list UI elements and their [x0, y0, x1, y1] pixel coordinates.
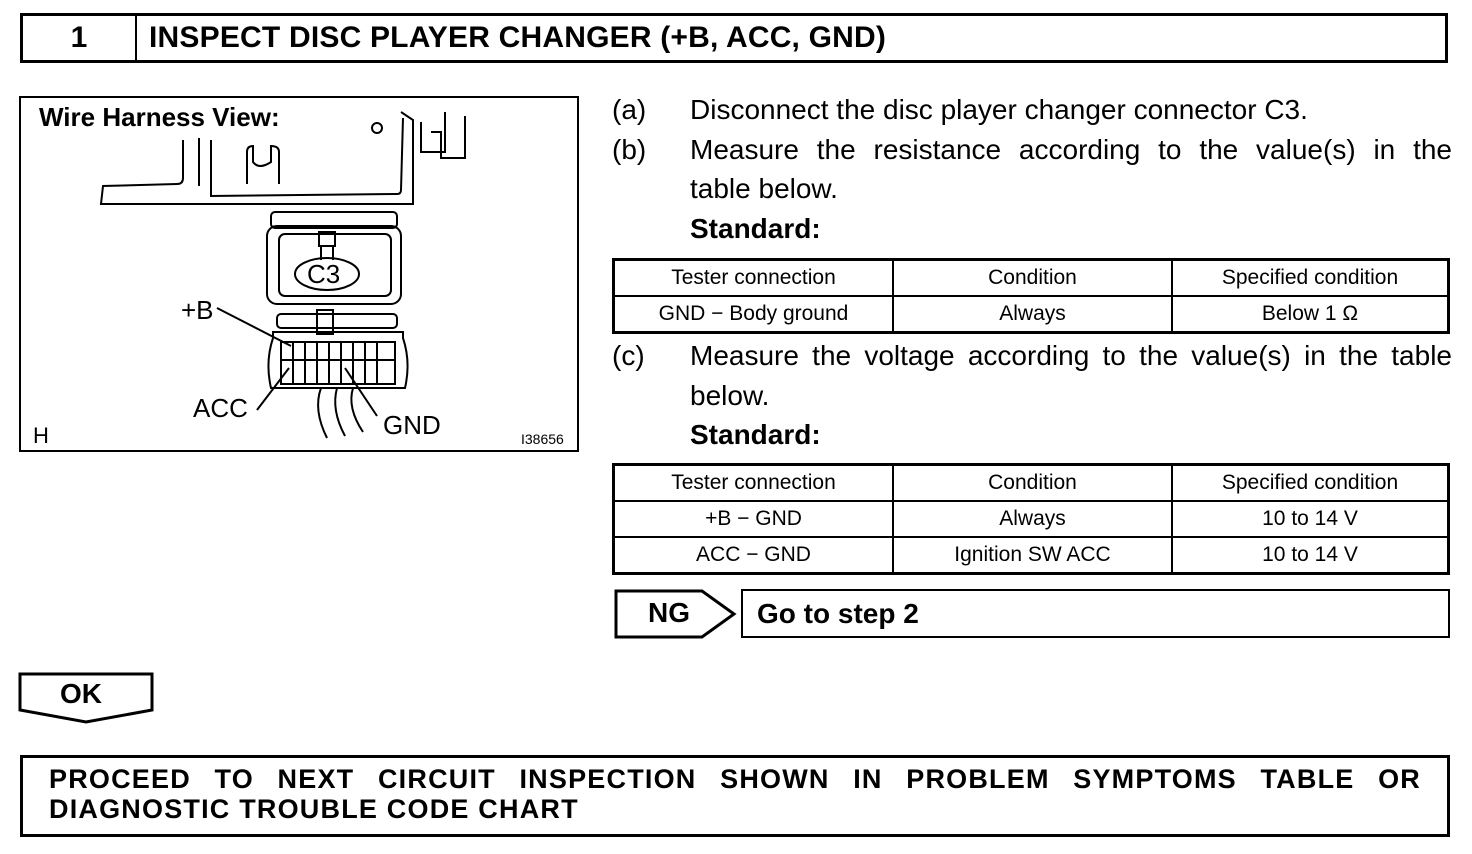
step-header: 1 INSPECT DISC PLAYER CHANGER (+B, ACC, …	[20, 13, 1448, 63]
table-row: GND − Body ground Always Below 1 Ω	[612, 295, 1450, 334]
table-cell: Always	[892, 500, 1173, 538]
table-header-cell: Tester connection	[612, 463, 894, 502]
figure-corner-letter: H	[33, 423, 49, 448]
illustration-id: I38656	[521, 431, 564, 447]
instruction-c: (c) Measure the voltage according to the…	[612, 340, 1452, 372]
table-row: ACC − GND Ignition SW ACC 10 to 14 V	[612, 536, 1450, 575]
ok-label: OK	[60, 678, 102, 709]
ng-label: NG	[648, 597, 690, 628]
proceed-box: PROCEED TO NEXT CIRCUIT INSPECTION SHOWN…	[20, 755, 1450, 837]
standard-label-b: Standard:	[690, 213, 821, 244]
instruction-c-cont: below.	[612, 380, 1452, 412]
terminal-label-gnd: GND	[383, 410, 441, 440]
instruction-c-line2: below.	[690, 380, 770, 411]
instruction-a: (a) Disconnect the disc player changer c…	[612, 94, 1452, 126]
instruction-b: (b) Measure the resistance according to …	[612, 134, 1452, 166]
voltage-spec-table: Tester connection Condition Specified co…	[612, 463, 1450, 575]
table-header-row: Tester connection Condition Specified co…	[612, 463, 1450, 502]
connector-label-c3: C3	[307, 259, 341, 289]
table-header-cell: Specified condition	[1171, 463, 1450, 502]
table-cell: Ignition SW ACC	[892, 536, 1173, 575]
table-cell: GND − Body ground	[612, 295, 894, 334]
standard-label-c: Standard:	[690, 419, 821, 450]
instruction-b-line2: table below.	[690, 173, 838, 204]
table-row: +B − GND Always 10 to 14 V	[612, 500, 1450, 538]
proceed-line2: DIAGNOSTIC TROUBLE CODE CHART	[49, 794, 579, 824]
step-title: INSPECT DISC PLAYER CHANGER (+B, ACC, GN…	[149, 21, 887, 54]
ng-action-box: Go to step 2	[741, 589, 1450, 638]
instruction-b-line1: Measure the resistance according to the …	[690, 134, 1452, 165]
table-cell: Below 1 Ω	[1171, 295, 1450, 334]
table-cell: +B − GND	[612, 500, 894, 538]
table-header-cell: Condition	[892, 258, 1173, 297]
instruction-b-cont: table below.	[612, 173, 1452, 205]
table-header-cell: Specified condition	[1171, 258, 1450, 297]
instruction-c-letter: (c)	[612, 340, 645, 371]
table-cell: 10 to 14 V	[1171, 536, 1450, 575]
ok-arrow-icon	[18, 672, 154, 724]
instruction-b-letter: (b)	[612, 134, 647, 165]
table-cell: Always	[892, 295, 1173, 334]
connector-illustration	[99, 111, 466, 439]
table-header-row: Tester connection Condition Specified co…	[612, 258, 1450, 297]
terminal-label-acc: ACC	[193, 393, 248, 423]
ng-arrow-icon	[614, 589, 737, 639]
terminal-label-b: +B	[181, 295, 214, 325]
ng-result-arrow: NG	[614, 589, 738, 646]
instruction-a-letter: (a)	[612, 94, 647, 125]
table-cell: ACC − GND	[612, 536, 894, 575]
table-cell: 10 to 14 V	[1171, 500, 1450, 538]
resistance-spec-table: Tester connection Condition Specified co…	[612, 258, 1450, 334]
ok-result-arrow: OK	[18, 672, 158, 729]
instruction-a-text: Disconnect the disc player changer conne…	[690, 94, 1308, 125]
table-header-cell: Condition	[892, 463, 1173, 502]
proceed-line1: PROCEED TO NEXT CIRCUIT INSPECTION SHOWN…	[49, 764, 1421, 794]
table-header-cell: Tester connection	[612, 258, 894, 297]
ng-action-text: Go to step 2	[757, 597, 919, 629]
wire-harness-figure: Wire Harness View: C3 +B ACC GND H I3865…	[19, 96, 579, 452]
step-number: 1	[23, 16, 137, 60]
figure-caption: Wire Harness View:	[39, 102, 280, 132]
instruction-c-line1: Measure the voltage according to the val…	[690, 340, 1452, 371]
